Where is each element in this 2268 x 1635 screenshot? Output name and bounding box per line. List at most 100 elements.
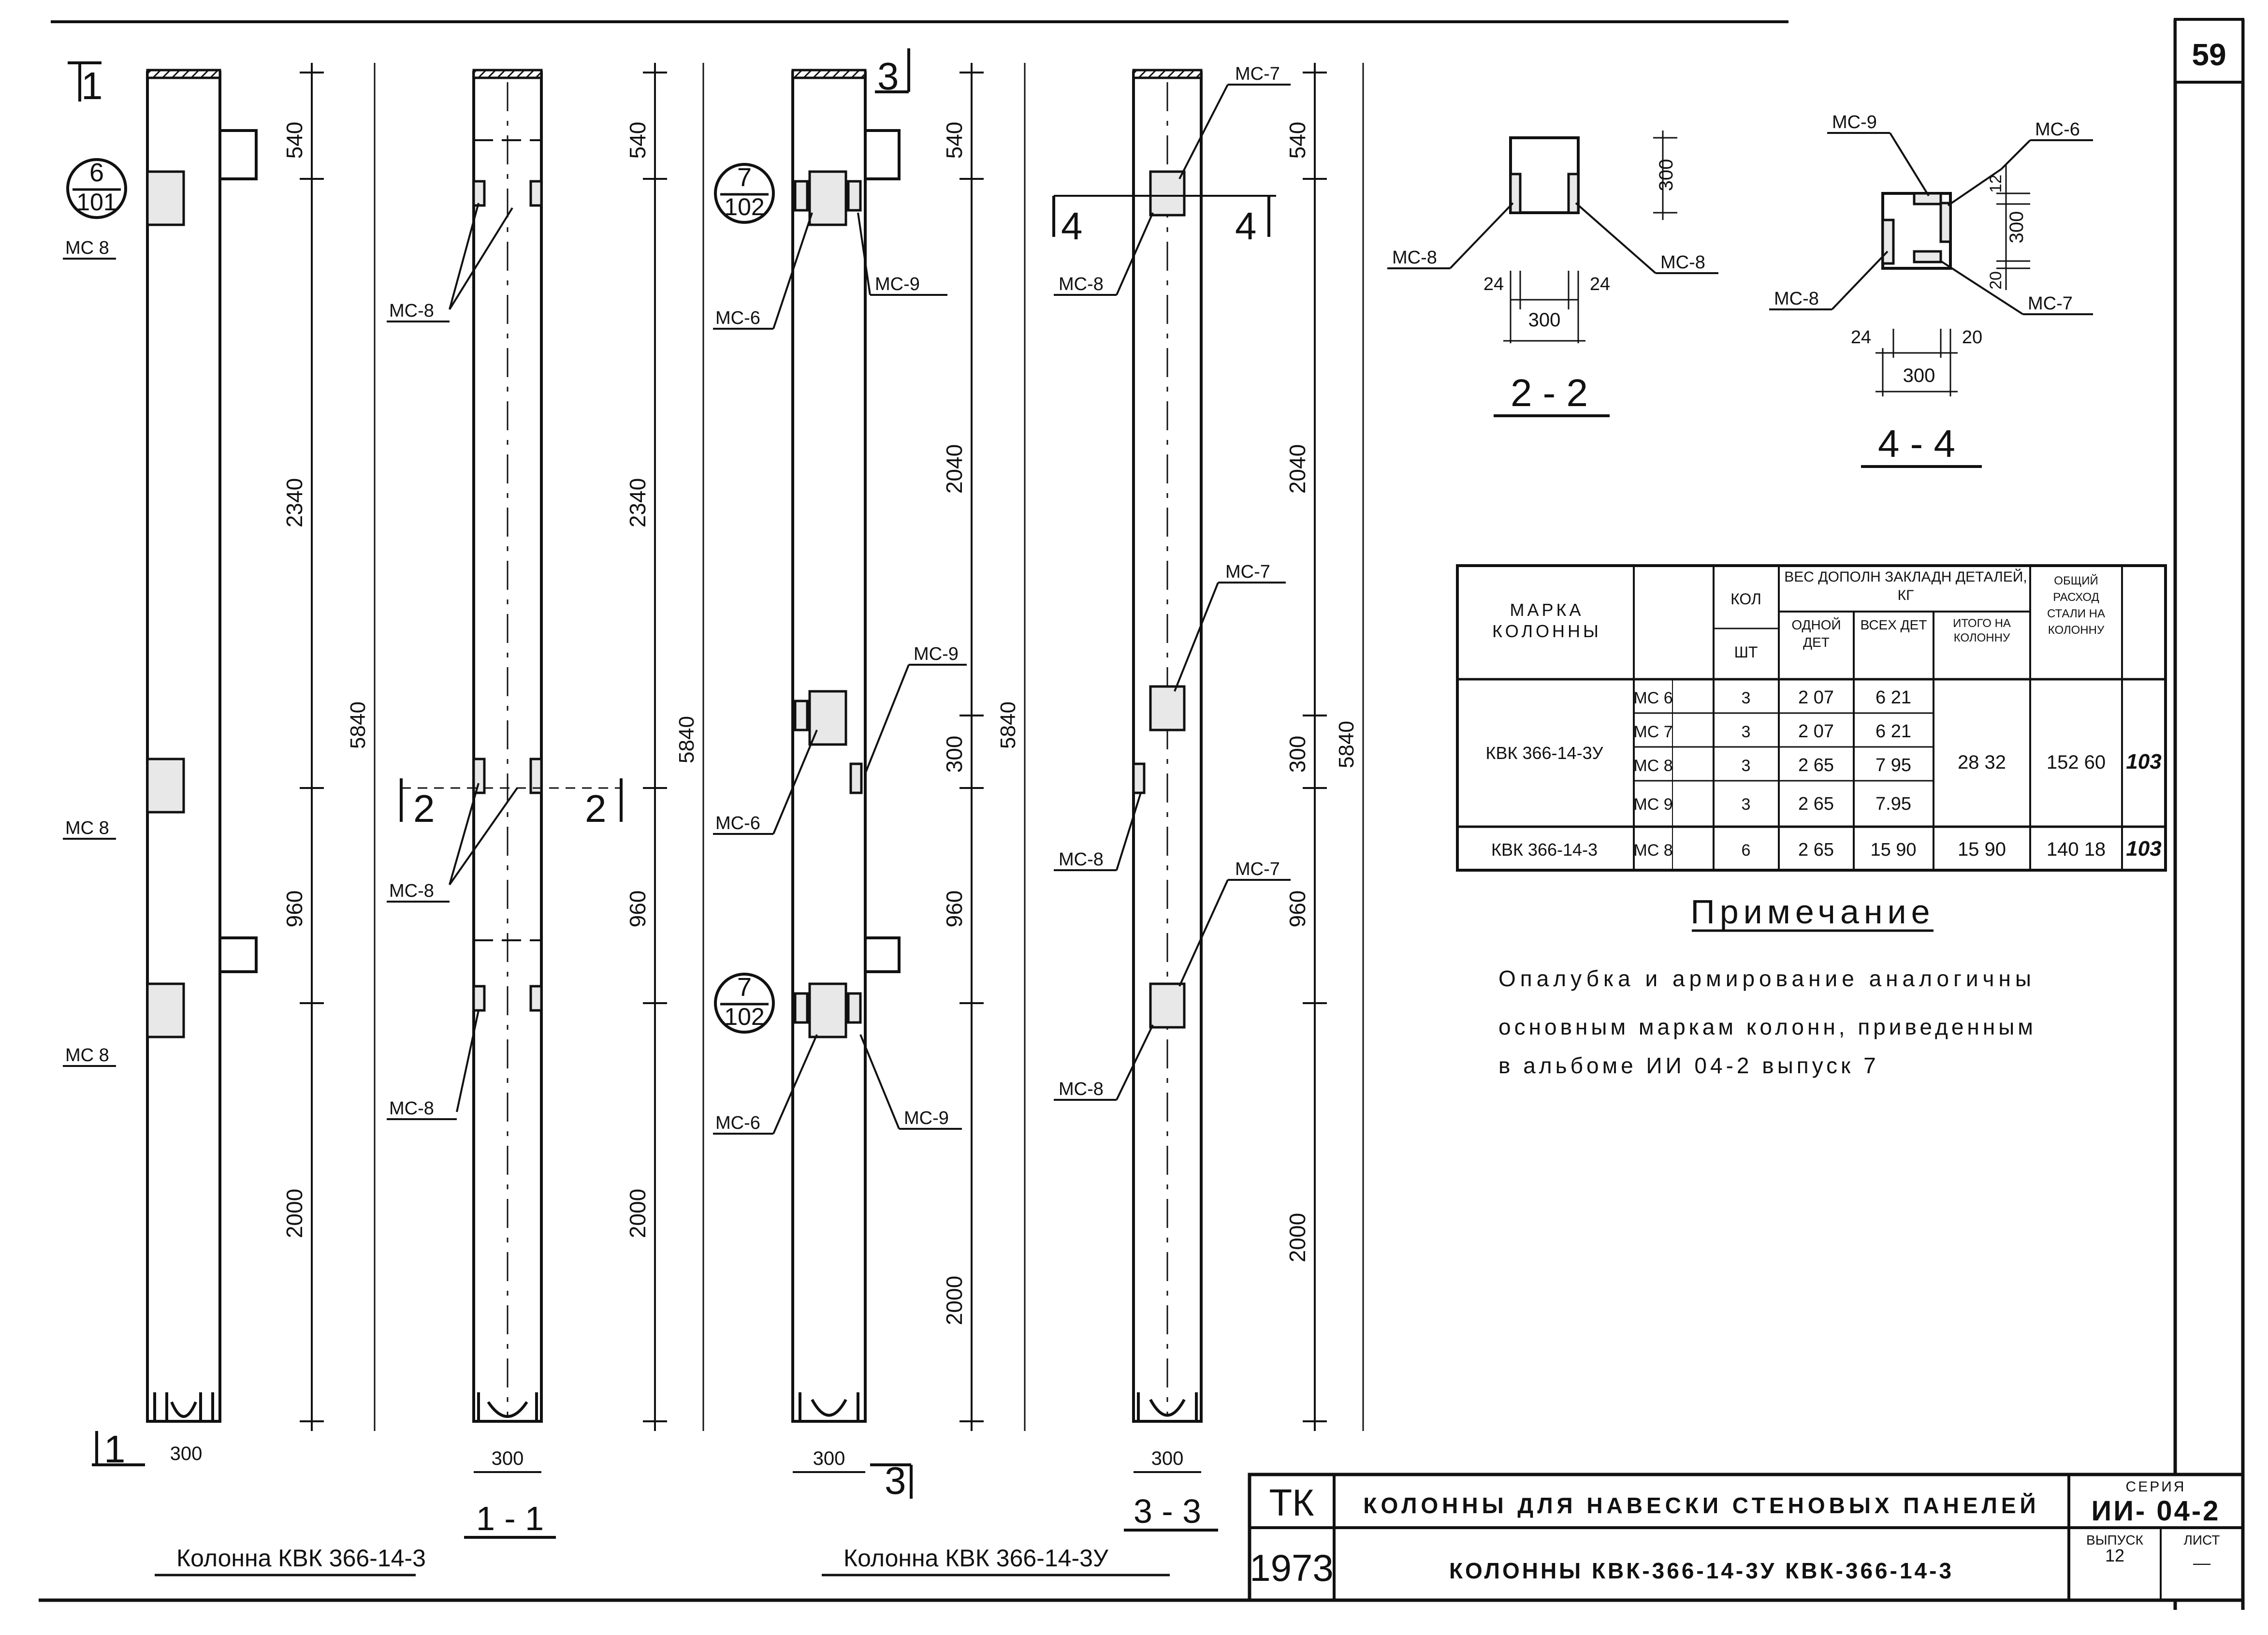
td-total-1: 28 32 bbox=[1958, 752, 2006, 773]
dim-r-2040: 2040 bbox=[942, 444, 967, 494]
callout2a-top: 7 bbox=[737, 163, 752, 192]
dim-mid-540: 540 bbox=[625, 122, 650, 159]
page-number: 59 bbox=[2192, 37, 2226, 72]
s33-mc7-b: МС-7 bbox=[1225, 562, 1270, 582]
d4-mc9: МС-9 bbox=[1832, 112, 1877, 132]
td-part-1a: МС 6 bbox=[1633, 689, 1672, 707]
col2-width: 300 bbox=[813, 1448, 845, 1469]
th-all: ВСЕХ ДЕТ bbox=[1860, 617, 1927, 632]
td-total-2: 15 90 bbox=[1958, 839, 2006, 860]
detail-4-4: МС-9 МС-6 МС-8 МС-7 12 300 20 24 300 20 … bbox=[1769, 112, 2093, 468]
middle-dims: 540 2340 960 2000 5840 bbox=[625, 63, 704, 1431]
stamp-title-1: КОЛОННЫ ДЛЯ НАВЕСКИ СТЕНОВЫХ ПАНЕЛЕЙ bbox=[1363, 1493, 2039, 1518]
td-one-1b: 2 07 bbox=[1798, 721, 1834, 742]
dim-left-2000: 2000 bbox=[282, 1189, 307, 1238]
td-qty-2: 6 bbox=[1742, 841, 1751, 860]
td-part-1b: МС 7 bbox=[1633, 723, 1672, 741]
td-all-1a: 6 21 bbox=[1875, 687, 1911, 708]
d2-label: 2 - 2 bbox=[1511, 371, 1588, 414]
d4-dim-20v: 20 bbox=[1987, 271, 2005, 290]
cut3-label-bottom: 3 bbox=[885, 1459, 906, 1502]
section-3-3: 4 4 МС-7 МС-8 МС-7 МС-8 МС-7 МС-8 540 20… bbox=[1052, 63, 1364, 1532]
stamp-issue: 12 bbox=[2105, 1546, 2124, 1565]
stamp-series-label: СЕРИЯ bbox=[2126, 1479, 2186, 1495]
col2-mc9-a: МС-9 bbox=[875, 274, 920, 294]
s33-mc7-a: МС-7 bbox=[1235, 64, 1280, 84]
cut2-right: 2 bbox=[585, 787, 607, 830]
td-all-2: 15 90 bbox=[1870, 840, 1916, 860]
dim-left-960: 960 bbox=[282, 890, 307, 928]
td-qty-1b: 3 bbox=[1742, 723, 1751, 741]
callout2a-bottom: 102 bbox=[724, 193, 764, 220]
column-kbk3-elevation: 1 6 101 МС 8 МС 8 МС 8 540 2340 960 200 bbox=[63, 61, 426, 1577]
td-one-1a: 2 07 bbox=[1798, 687, 1834, 708]
dim-mid-960: 960 bbox=[625, 890, 650, 928]
th-one: ОДНОЙ ДЕТ bbox=[1791, 617, 1841, 650]
td-qty-1c: 3 bbox=[1742, 757, 1751, 775]
dim-left-540: 540 bbox=[282, 122, 307, 159]
s33-mc8-a: МС-8 bbox=[1059, 274, 1104, 294]
stamp-year: 1973 bbox=[1250, 1547, 1334, 1589]
cut1-label-bottom: 1 bbox=[104, 1428, 126, 1471]
column-kbk3u-elevation: 3 7 102 7 102 МС-6 МС-9 МС-9 МС-6 bbox=[713, 48, 1170, 1577]
stamp-sheet-label: ЛИСТ bbox=[2184, 1533, 2220, 1547]
td-qty-1a: 3 bbox=[1742, 689, 1751, 707]
s33-dim-2040: 2040 bbox=[1285, 444, 1310, 494]
s11-total: 5840 bbox=[346, 701, 370, 749]
s33-mc8-c: МС-8 bbox=[1059, 1079, 1104, 1099]
dim-mid-2340: 2340 bbox=[625, 478, 650, 527]
d2-mc8-left: МС-8 bbox=[1392, 248, 1437, 268]
td-all-1c: 7 95 bbox=[1875, 755, 1911, 775]
th-qty-unit: ШТ bbox=[1734, 643, 1758, 661]
dim-r-300: 300 bbox=[942, 736, 967, 773]
callout1-bottom: 101 bbox=[76, 189, 116, 216]
col1-width: 300 bbox=[170, 1443, 203, 1464]
s11-width: 300 bbox=[492, 1448, 524, 1469]
dim-mid-total: 5840 bbox=[675, 716, 698, 763]
th-weight: ВЕС ДОПОЛН ЗАКЛАДН ДЕТАЛЕЙ, КГ bbox=[1784, 569, 2027, 603]
d2-mc8-right: МС-8 bbox=[1660, 252, 1705, 273]
d4-dim-300v: 300 bbox=[2006, 211, 2027, 244]
d2-dim-24b: 24 bbox=[1590, 274, 1610, 294]
td-steel-2: 140 18 bbox=[2047, 839, 2106, 860]
stamp-series: ИИ- 04-2 bbox=[2092, 1495, 2221, 1527]
s11-label: 1 - 1 bbox=[476, 1500, 544, 1537]
d4-mc6: МС-6 bbox=[2035, 119, 2080, 140]
note-title: Примечание bbox=[1690, 893, 1934, 931]
td-one-1d: 2 65 bbox=[1798, 794, 1834, 814]
section-1-1: МС-8 МС-8 МС-8 5840 2 2 300 1 - 1 bbox=[346, 63, 623, 1539]
dim-r-2000: 2000 bbox=[942, 1276, 967, 1325]
d2-dim-300: 300 bbox=[1528, 309, 1561, 331]
d2-dim-300v: 300 bbox=[1656, 159, 1677, 191]
s33-dim-300: 300 bbox=[1285, 736, 1310, 773]
col2-mc6-c: МС-6 bbox=[715, 1113, 760, 1133]
sheet-frame: 59 bbox=[39, 18, 2245, 1610]
d4-mc8: МС-8 bbox=[1774, 289, 1819, 309]
note-line-1: Опалубка и армирование аналогичны bbox=[1498, 966, 2035, 991]
stamp-org: ТК bbox=[1269, 1481, 1314, 1524]
dim-r-960: 960 bbox=[942, 890, 967, 928]
td-steel-1: 152 60 bbox=[2047, 752, 2106, 773]
cut2-left: 2 bbox=[413, 787, 435, 830]
note-line-3: в альбоме ИИ 04-2 выпуск 7 bbox=[1498, 1053, 1879, 1078]
s33-dim-540: 540 bbox=[1285, 122, 1310, 159]
col2-mc9-b: МС-9 bbox=[914, 644, 959, 664]
d4-dim-20: 20 bbox=[1962, 327, 1982, 348]
td-extra-1: 103 bbox=[2126, 750, 2161, 774]
stamp-sheet: — bbox=[2193, 1553, 2210, 1573]
dim-r-540: 540 bbox=[942, 122, 967, 159]
s33-dim-total: 5840 bbox=[1335, 721, 1358, 768]
th-total: ИТОГО НА КОЛОННУ bbox=[1953, 617, 2011, 644]
td-mark-1: КВК 366-14-3У bbox=[1486, 743, 1604, 763]
callout2b-top: 7 bbox=[737, 973, 752, 1002]
cut3-label-top: 3 bbox=[877, 55, 899, 98]
td-part-1c: МС 8 bbox=[1633, 757, 1672, 775]
s33-dim-960: 960 bbox=[1285, 890, 1310, 928]
dim-r-total: 5840 bbox=[996, 701, 1020, 749]
td-one-2: 2 65 bbox=[1798, 840, 1834, 860]
col2-mc9-c: МС-9 bbox=[904, 1108, 949, 1128]
td-part-1d: МС 9 bbox=[1633, 795, 1672, 814]
th-qty: КОЛ bbox=[1730, 590, 1761, 608]
s33-mc8-b: МС-8 bbox=[1059, 849, 1104, 870]
